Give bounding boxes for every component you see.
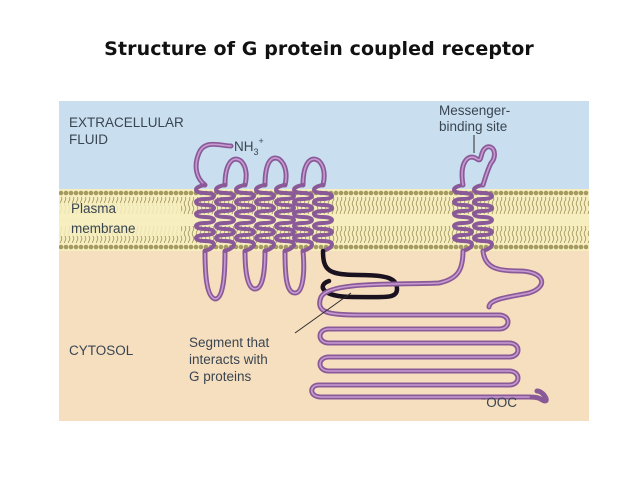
segment-label-line1: Segment that [189,335,270,350]
nh3-subscript: 3 [254,147,259,157]
gpcr-figure: EXTRACELLULAR FLUID NH3+ Messenger- bind… [58,101,589,421]
plasma-label: Plasma [71,201,117,216]
segment-leader-line [294,292,352,334]
extracellular-label-line1: EXTRACELLULAR [69,115,184,130]
ooc-text: OOC [486,395,517,410]
segment-label-line2: interacts with [189,352,268,367]
transmembrane-helices [194,183,494,253]
slide-title: Structure of G protein coupled receptor [104,38,534,60]
messenger-label-line2: binding site [439,119,507,134]
g-protein-interacting-segment [320,248,400,300]
cytosol-label: CYTOSOL [69,343,134,358]
messenger-label-line1: Messenger- [439,103,510,118]
receptor-chain [193,141,327,302]
c-terminal-tail [309,248,549,404]
nh3-label: NH3+ [234,136,264,157]
nh3-superscript: + [259,136,264,146]
c-terminus-label: −OOC [481,394,517,410]
nh3-text: NH [234,139,254,154]
segment-label-line3: G proteins [189,369,252,384]
gpcr-diagram: EXTRACELLULAR FLUID NH3+ Messenger- bind… [58,101,589,421]
membrane-label: membrane [71,221,136,236]
extracellular-label-line2: FLUID [69,132,108,147]
ooc-minus: − [481,394,486,404]
